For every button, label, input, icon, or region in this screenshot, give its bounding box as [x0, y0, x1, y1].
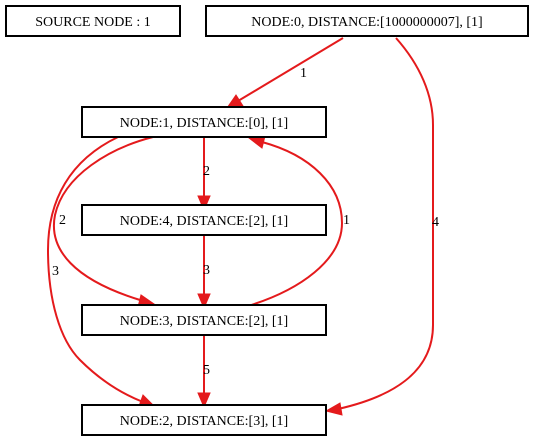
edge-4-to-3-arrowhead	[197, 293, 211, 310]
node-3: NODE:3, DISTANCE:[2], [1]	[81, 304, 327, 336]
node-2: NODE:2, DISTANCE:[3], [1]	[81, 404, 327, 436]
edge-0-to-1-line	[237, 37, 344, 102]
edge-0-to-2-weight: 4	[432, 215, 439, 230]
node-1-label: NODE:1, DISTANCE:[0], [1]	[120, 116, 288, 131]
edge-1-to-2-line	[46, 136, 144, 403]
source-node-text: SOURCE NODE : 1	[35, 15, 151, 30]
node-0: NODE:0, DISTANCE:[1000000007], [1]	[205, 5, 529, 37]
node-0-box	[205, 5, 529, 37]
node-4: NODE:4, DISTANCE:[2], [1]	[81, 204, 327, 236]
edge-0-to-1-weight: 1	[300, 66, 307, 81]
node-1-box	[81, 106, 327, 138]
edge-1-to-4: 2	[197, 137, 211, 212]
source-node-label: SOURCE NODE : 1	[5, 5, 181, 37]
edge-1-to-4-weight: 2	[203, 164, 210, 179]
edge-1-to-3-line	[52, 136, 154, 301]
node-1: NODE:1, DISTANCE:[0], [1]	[81, 106, 327, 138]
edge-3-to-2: 5	[197, 334, 211, 409]
edge-3-to-2-arrowhead	[197, 392, 211, 409]
node-0-label: NODE:0, DISTANCE:[1000000007], [1]	[251, 15, 482, 30]
node-4-box	[81, 204, 327, 236]
source-node-box	[5, 5, 181, 37]
edge-3-to-1-line	[247, 141, 344, 307]
edge-4-to-3-weight: 3	[203, 263, 210, 278]
edge-1-to-3-weight: 2	[59, 213, 66, 228]
node-4-label: NODE:4, DISTANCE:[2], [1]	[120, 214, 288, 229]
edge-1-to-2: 3	[46, 136, 157, 408]
node-3-box	[81, 304, 327, 336]
edge-1-to-2-weight: 3	[52, 264, 59, 279]
edge-3-to-1-weight: 1	[343, 213, 350, 228]
node-2-box	[81, 404, 327, 436]
edge-4-to-3: 3	[197, 235, 211, 310]
edge-0-to-2-arrowhead	[324, 402, 343, 416]
nodes-layer: SOURCE NODE : 1 NODE:0, DISTANCE:[100000…	[5, 5, 529, 436]
node-3-label: NODE:3, DISTANCE:[2], [1]	[120, 314, 288, 329]
edge-3-to-2-weight: 5	[203, 363, 210, 378]
edge-1-to-4-arrowhead	[197, 195, 211, 212]
edge-0-to-1: 1	[225, 37, 344, 109]
edge-0-to-2-line	[337, 37, 434, 410]
node-2-label: NODE:2, DISTANCE:[3], [1]	[120, 414, 288, 429]
edge-0-to-2: 4	[324, 37, 439, 416]
